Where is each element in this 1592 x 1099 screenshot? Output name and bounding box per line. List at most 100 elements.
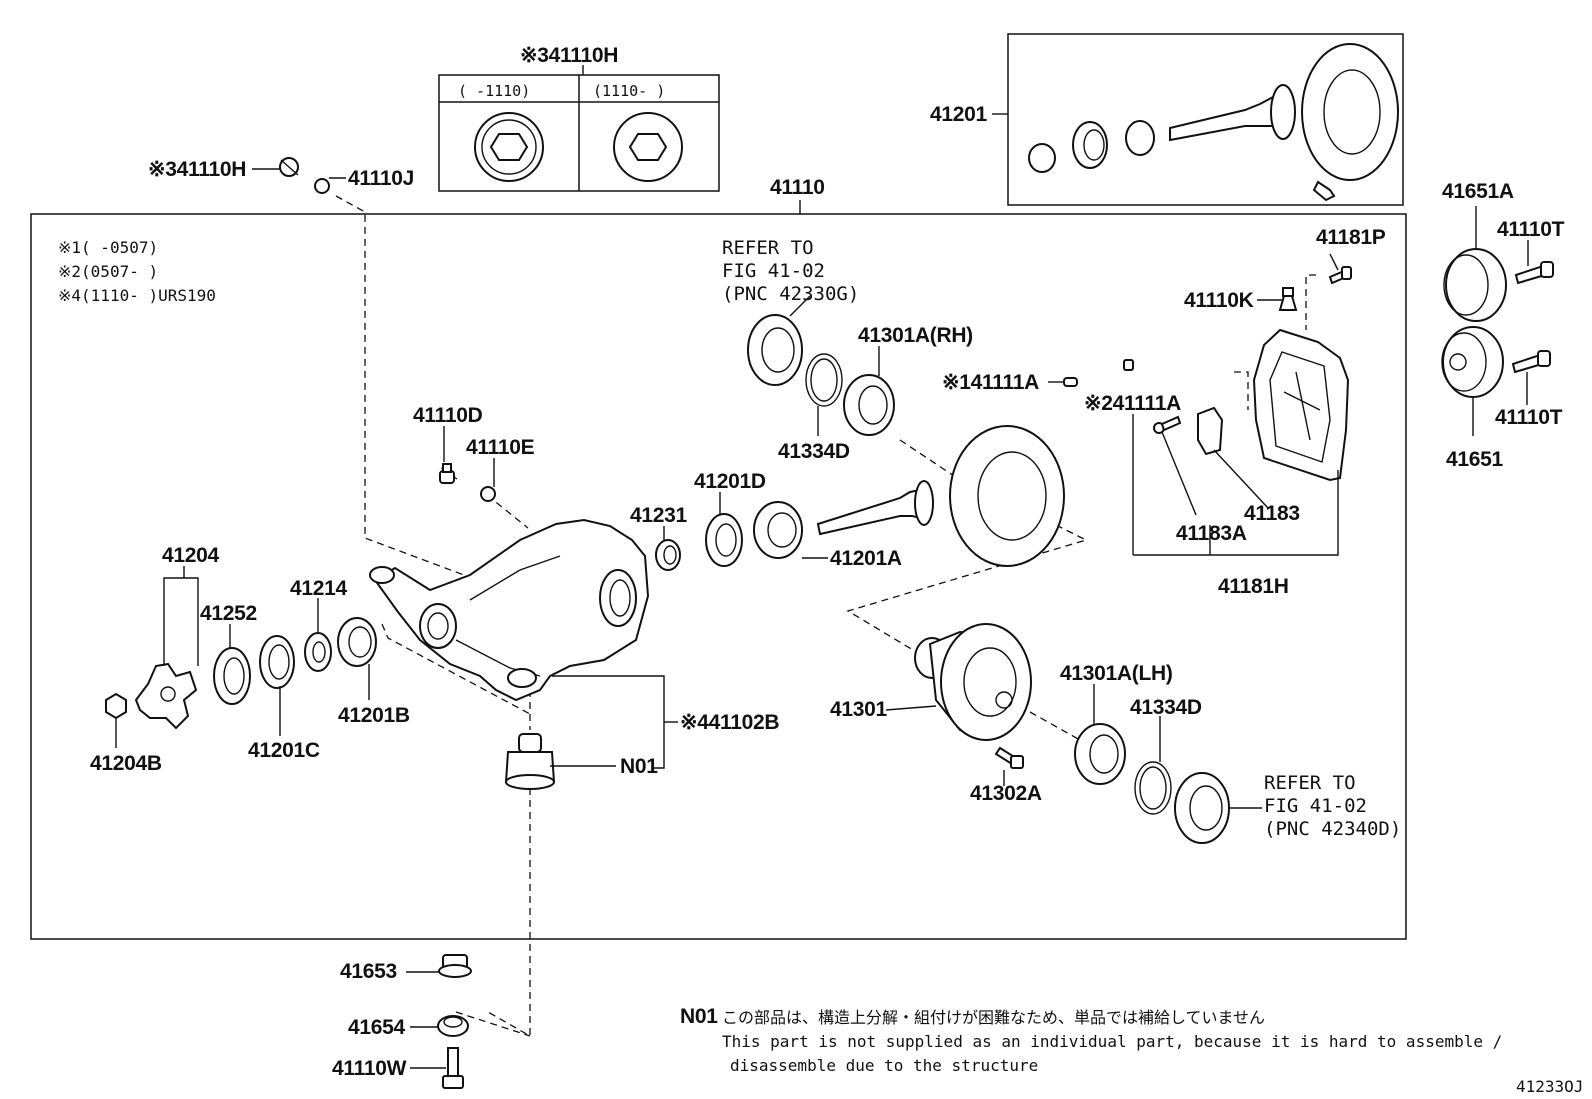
label-N01: N01	[620, 755, 658, 778]
plate-41183	[1197, 406, 1224, 456]
label-41111A-2: ※241111A	[1084, 392, 1181, 415]
variant-left-header: ( -1110)	[458, 82, 530, 100]
label-41201D: 41201D	[694, 470, 766, 493]
label-41252: 41252	[200, 602, 257, 625]
label-41110H-top: ※341110H	[520, 44, 618, 67]
ring-gear	[949, 425, 1065, 567]
assembly-dashed-lines	[335, 195, 1316, 1038]
plug-41110H	[279, 157, 299, 177]
bolt-41110T-bottom	[1511, 350, 1551, 374]
footnote-english-line2: disassemble due to the structure	[730, 1056, 1038, 1075]
bearing-41301A-rh	[843, 374, 895, 436]
refer-top-line3: (PNC 42330G)	[722, 283, 859, 305]
bolt-41181P	[1328, 266, 1352, 285]
figure-code: 41233OJ	[1516, 1077, 1583, 1096]
label-41201B: 41201B	[338, 704, 410, 727]
refer-bottom-line3: (PNC 42340D)	[1264, 818, 1401, 840]
label-41110T-top: 41110T	[1497, 218, 1565, 241]
label-41181H: 41181H	[1218, 575, 1289, 598]
refer-top-line1: REFER TO	[722, 237, 814, 259]
bolt-41110T-top	[1514, 261, 1554, 285]
label-41654: 41654	[348, 1016, 406, 1039]
oil-seal-lh	[1174, 772, 1230, 844]
spacer-41231	[655, 539, 681, 571]
label-41204: 41204	[162, 544, 220, 567]
label-41653: 41653	[340, 960, 397, 983]
stopper-41653	[438, 954, 472, 978]
label-41183A: 41183A	[1176, 522, 1247, 545]
breather-41110K	[1278, 287, 1298, 311]
refer-bottom-line1: REFER TO	[1264, 772, 1356, 794]
bolt-41110W	[442, 1047, 464, 1089]
snap-ring-41334D-lh	[1134, 761, 1172, 815]
plug-41110D	[439, 463, 455, 484]
label-41334D-bottom: 41334D	[1130, 696, 1202, 719]
nut-41204B	[105, 692, 127, 720]
label-41110: 41110	[770, 176, 825, 199]
footnote-code: N01	[680, 1005, 718, 1028]
bearing-41201B	[337, 617, 377, 667]
carrier-housing-41110	[369, 518, 650, 702]
label-41214: 41214	[290, 577, 348, 600]
label-41204B: 41204B	[90, 752, 162, 775]
refer-top-line2: FIG 41-02	[722, 260, 825, 282]
label-41110W: 41110W	[332, 1057, 407, 1080]
oil-seal-rh	[747, 314, 803, 386]
label-41301A-lh: 41301A(LH)	[1060, 662, 1173, 685]
oil-slinger-41214	[304, 632, 332, 672]
label-41231: 41231	[630, 504, 688, 527]
ring-pinion-box	[1007, 33, 1404, 206]
label-41111A-1: ※141111A	[942, 371, 1039, 394]
condition-note-2: ※2(0507- )	[58, 262, 158, 281]
flange-41204	[134, 662, 198, 730]
label-41110H-left: ※341110H	[148, 158, 246, 181]
diff-case-41301	[914, 623, 1032, 741]
label-41110E: 41110E	[466, 436, 535, 459]
variant-box: ( -1110) (1110- )	[438, 74, 720, 192]
bolt-41183A	[1153, 415, 1182, 434]
label-41301: 41301	[830, 698, 888, 721]
main-assembly-box	[30, 213, 1407, 940]
gasket-41110J	[314, 178, 330, 194]
spacer-41201D	[705, 513, 743, 567]
ring-pinion-set	[1028, 43, 1399, 202]
label-41181P: 41181P	[1316, 226, 1386, 249]
label-41110D: 41110D	[413, 404, 483, 427]
label-41201: 41201	[930, 103, 988, 126]
washer-41654	[437, 1015, 469, 1037]
label-41102B: ※441102B	[680, 711, 779, 734]
refer-bottom-line2: FIG 41-02	[1264, 795, 1367, 817]
gasket-41110E	[480, 486, 496, 502]
label-41110J: 41110J	[348, 167, 414, 190]
label-41110T-bottom: 41110T	[1495, 406, 1563, 429]
label-41651A: 41651A	[1442, 180, 1514, 203]
label-41651: 41651	[1446, 448, 1504, 471]
variant-right-header: (1110- )	[593, 82, 665, 100]
oil-seal-41201C	[259, 635, 295, 689]
mount-N01	[504, 733, 556, 790]
label-41334D-top: 41334D	[778, 440, 850, 463]
label-41183: 41183	[1244, 502, 1300, 525]
dust-deflector-41252	[213, 647, 251, 705]
footnote-english-line1: This part is not supplied as an individu…	[722, 1032, 1502, 1051]
label-41302A: 41302A	[970, 782, 1042, 805]
label-41301A-rh: 41301A(RH)	[858, 324, 973, 347]
bolt-41302A	[994, 746, 1024, 769]
label-41201C: 41201C	[248, 739, 320, 762]
bearing-41301A-lh	[1074, 723, 1126, 785]
drive-pinion	[816, 480, 934, 536]
condition-note-4: ※4(1110- )URS190	[58, 286, 216, 305]
label-41110K: 41110K	[1184, 289, 1254, 312]
rear-cover-41181H	[1252, 328, 1350, 482]
condition-note-1: ※1( -0507)	[58, 238, 158, 257]
cap-41651	[1441, 326, 1504, 398]
leader-lines	[115, 65, 1529, 1069]
footnote-japanese: この部品は、構造上分解・組付けが困難なため、単品では補給していません	[722, 1008, 1265, 1027]
bearing-41201A	[753, 501, 803, 559]
snap-ring-41334D-rh	[805, 353, 843, 407]
plug-41111A-2	[1123, 359, 1134, 371]
cap-41651A	[1443, 248, 1507, 322]
plug-41111A-1	[1063, 377, 1078, 387]
label-41201A: 41201A	[830, 547, 902, 570]
